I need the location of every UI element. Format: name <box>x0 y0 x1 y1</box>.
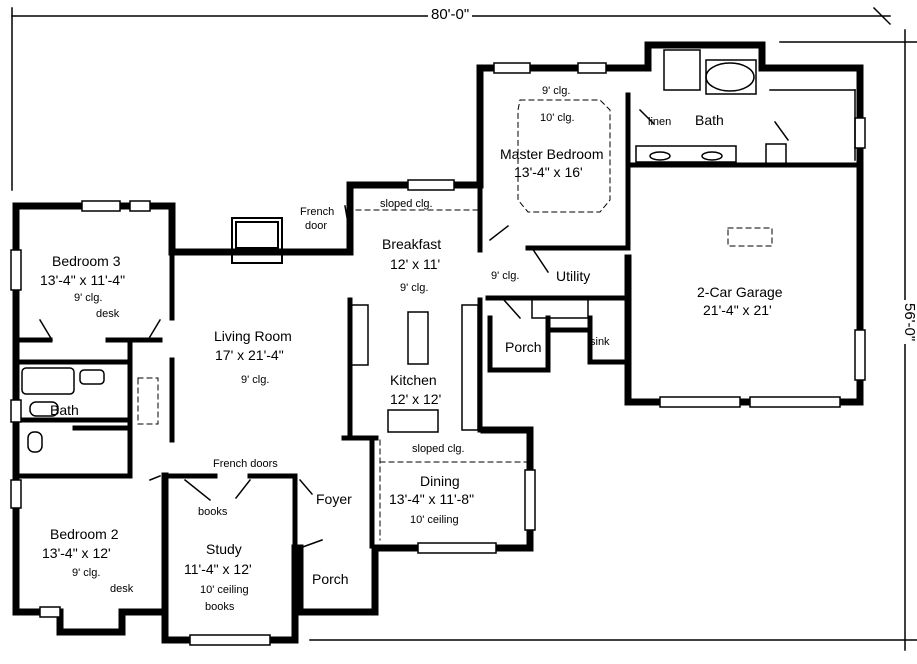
back-porch-name: Porch <box>505 339 542 355</box>
linen-label: linen <box>648 116 672 128</box>
sink-label: sink <box>590 336 610 348</box>
bedroom2-desk: desk <box>110 583 134 595</box>
windows <box>10 62 866 646</box>
master-bedroom-name: Master Bedroom <box>500 146 604 162</box>
bedroom3-ceiling: 9' clg. <box>74 292 103 304</box>
front-porch-name: Porch <box>312 571 349 587</box>
bedroom3-size: 13'-4" x 11'-4" <box>40 272 126 288</box>
overall-depth-label: 56'-0" <box>901 300 917 345</box>
master-bedroom-size: 13'-4" x 16' <box>514 164 583 180</box>
dining-sloped-ceiling: sloped clg. <box>412 443 465 455</box>
sloped-ceiling-lines <box>137 99 773 541</box>
bedroom3-name: Bedroom 3 <box>52 253 121 269</box>
fireplace <box>231 217 283 264</box>
dining-name: Dining <box>420 473 460 489</box>
bedroom3-desk: desk <box>96 308 120 320</box>
garage-size: 21'-4" x 21' <box>703 302 772 318</box>
breakfast-ceiling: 9' clg. <box>400 282 429 294</box>
kitchen-counters <box>349 304 479 433</box>
breakfast-sloped-ceiling: sloped clg. <box>380 198 433 210</box>
french-door-label-2: door <box>305 220 328 232</box>
breakfast-size: 12' x 11' <box>390 256 441 272</box>
kitchen-size: 12' x 12' <box>390 391 442 407</box>
dining-ceiling: 10' ceiling <box>410 514 459 526</box>
study-name: Study <box>206 541 242 557</box>
study-books-bottom: books <box>205 601 235 613</box>
hall-bath-name: Bath <box>50 402 79 418</box>
door-swings <box>38 108 790 549</box>
master-bedroom-ceiling-9: 9' clg. <box>542 85 571 97</box>
bedroom2-size: 13'-4" x 12' <box>42 545 111 561</box>
living-room-ceiling: 9' clg. <box>241 374 270 386</box>
utility-ceiling: 9' clg. <box>491 270 520 282</box>
french-door-label-1: French <box>300 206 335 218</box>
kitchen-name: Kitchen <box>390 372 437 388</box>
garage-name: 2-Car Garage <box>697 284 783 300</box>
living-room-size: 17' x 21'-4" <box>215 347 284 363</box>
dining-size: 13'-4" x 11'-8" <box>389 491 475 507</box>
living-room-name: Living Room <box>214 328 292 344</box>
utility-name: Utility <box>556 268 591 284</box>
master-bath-name: Bath <box>695 112 724 128</box>
overall-width-label: 80'-0" <box>428 6 473 23</box>
study-books-top: books <box>198 506 228 518</box>
foyer-name: Foyer <box>316 491 352 507</box>
study-ceiling: 10' ceiling <box>200 584 249 596</box>
interior-walls <box>13 92 863 551</box>
bedroom2-name: Bedroom 2 <box>50 526 119 542</box>
study-size: 11'-4" x 12' <box>184 561 252 577</box>
breakfast-name: Breakfast <box>382 236 442 252</box>
bath-fixtures <box>21 49 856 453</box>
master-bedroom-ceiling-10: 10' clg. <box>540 112 575 124</box>
french-doors-label: French doors <box>213 458 278 470</box>
bedroom2-ceiling: 9' clg. <box>72 567 101 579</box>
